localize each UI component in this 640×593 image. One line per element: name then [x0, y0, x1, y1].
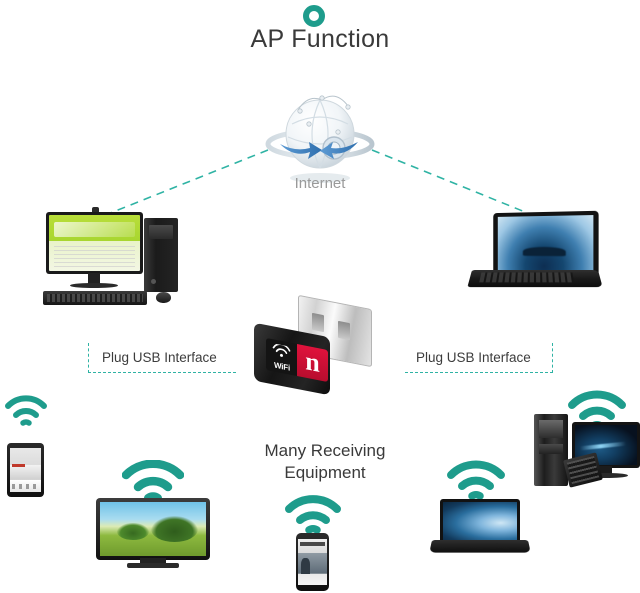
monitor-stand [88, 273, 100, 285]
monitor-stand [598, 466, 612, 475]
phone-screen [298, 539, 327, 585]
device-television [96, 498, 210, 570]
monitor-base [584, 473, 628, 478]
line-globe-to-desktop [107, 149, 269, 215]
tv-screen [100, 502, 206, 556]
callout-right-label: Plug USB Interface [416, 350, 531, 365]
usb-label-left-half: WiFi [266, 337, 297, 376]
tv-base [127, 563, 179, 568]
device-tablet [7, 443, 44, 497]
page-title: AP Function [250, 25, 390, 53]
wifi-signal-icon-tablet [5, 395, 47, 426]
callout-plug-usb-left: Plug USB Interface [88, 343, 236, 373]
device-laptop-bottom-right [429, 499, 531, 561]
pc-tower [144, 218, 178, 292]
tablet-screen [10, 448, 41, 492]
center-caption-line1: Many Receiving [264, 441, 386, 460]
wifi-signal-icon-tv [122, 460, 184, 502]
laptop-keyboard-base [429, 540, 531, 553]
usb-contact-slot [338, 320, 350, 341]
tv-stand [140, 558, 166, 564]
mouse [156, 292, 171, 303]
laptop-lid [440, 499, 520, 543]
monitor [46, 212, 143, 274]
usb-adapter-label: WiFi n [266, 337, 328, 383]
laptop-screen [497, 215, 594, 273]
wifi-signal-icon-laptop [447, 460, 505, 500]
wifi-signal-icon-phone [285, 495, 341, 534]
wifi-signal-icon [272, 343, 291, 357]
device-desktop-bottom-right [528, 392, 640, 490]
usb-wifi-adapter: WiFi n [252, 294, 380, 396]
callout-left-label: Plug USB Interface [102, 350, 217, 365]
usb-standard-letter: n [305, 346, 320, 378]
keyboard [563, 452, 603, 488]
webcam-icon [92, 207, 99, 213]
tv-frame [96, 498, 210, 560]
laptop-keyboard-base [467, 270, 603, 288]
keyboard [43, 291, 147, 305]
device-laptop-top-right [467, 210, 603, 304]
line-globe-to-laptop [371, 149, 531, 215]
internet-label: Internet [294, 175, 346, 192]
callout-plug-usb-right: Plug USB Interface [405, 343, 553, 373]
laptop-screen [443, 502, 517, 540]
globe-icon [262, 82, 378, 192]
laptop-lid [493, 210, 599, 278]
usb-contact-slot [312, 312, 324, 333]
device-smartphone [296, 533, 329, 591]
teal-ring-icon [303, 5, 325, 27]
monitor-base [70, 283, 118, 288]
center-caption-line2: Equipment [284, 463, 366, 482]
center-caption: Many Receiving Equipment [230, 440, 420, 484]
tv-tree-art [116, 522, 149, 540]
pc-tower [534, 414, 568, 486]
monitor-screen [49, 215, 140, 271]
tv-tree-art [150, 516, 198, 542]
usb-label-right-half: n [297, 344, 328, 383]
